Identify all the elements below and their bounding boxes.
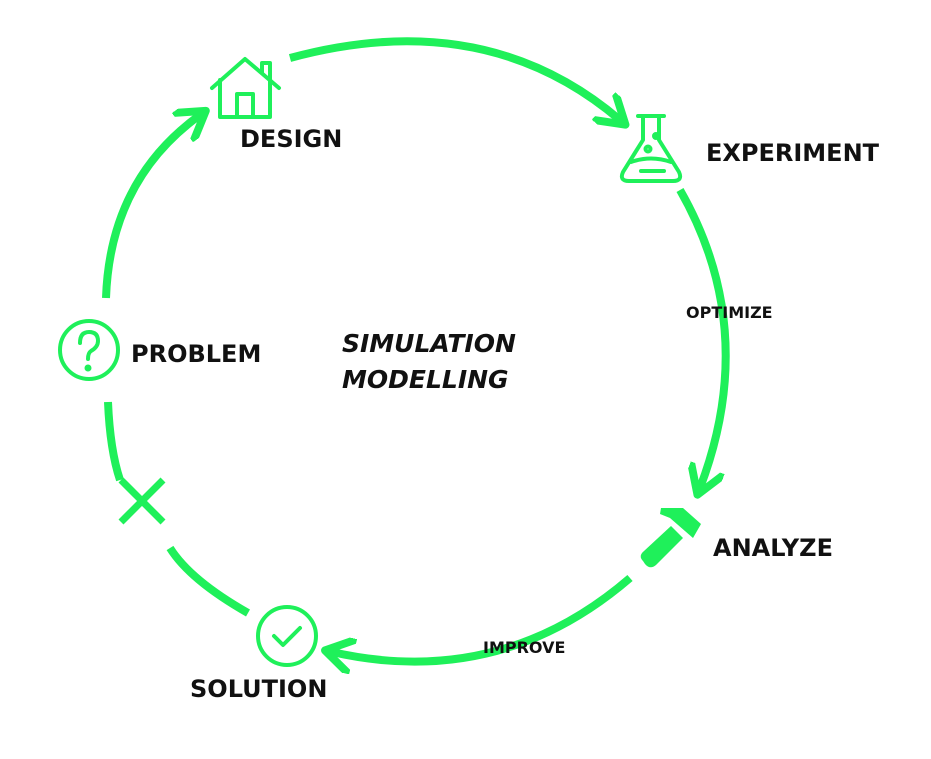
cross-icon: [118, 477, 166, 525]
optimize-label: OPTIMIZE: [686, 303, 773, 322]
arc-solution-to-problem: [166, 545, 250, 617]
solution-label: SOLUTION: [190, 675, 327, 703]
analyze-label: ANALYZE: [713, 534, 833, 562]
experiment-label: EXPERIMENT: [706, 139, 880, 167]
design-label: DESIGN: [240, 125, 342, 153]
hammer-icon: [640, 508, 701, 568]
problem-label: PROBLEM: [131, 340, 261, 368]
center-title-line1: SIMULATION: [342, 329, 516, 358]
house-icon: [210, 57, 281, 119]
arc-analyze-to-solution: [332, 574, 633, 662]
improve-label: IMPROVE: [483, 638, 565, 657]
arc-experiment-to-analyze: [676, 188, 730, 488]
question-circle-icon: [58, 319, 120, 381]
cycle-arcs: [102, 37, 730, 662]
arc-problem-segment: [104, 401, 124, 482]
flask-icon: [619, 114, 683, 183]
check-circle-icon: [256, 605, 318, 667]
arc-design-to-experiment: [288, 37, 620, 120]
arc-problem-to-design: [102, 115, 200, 299]
center-title-line2: MODELLING: [342, 365, 509, 394]
